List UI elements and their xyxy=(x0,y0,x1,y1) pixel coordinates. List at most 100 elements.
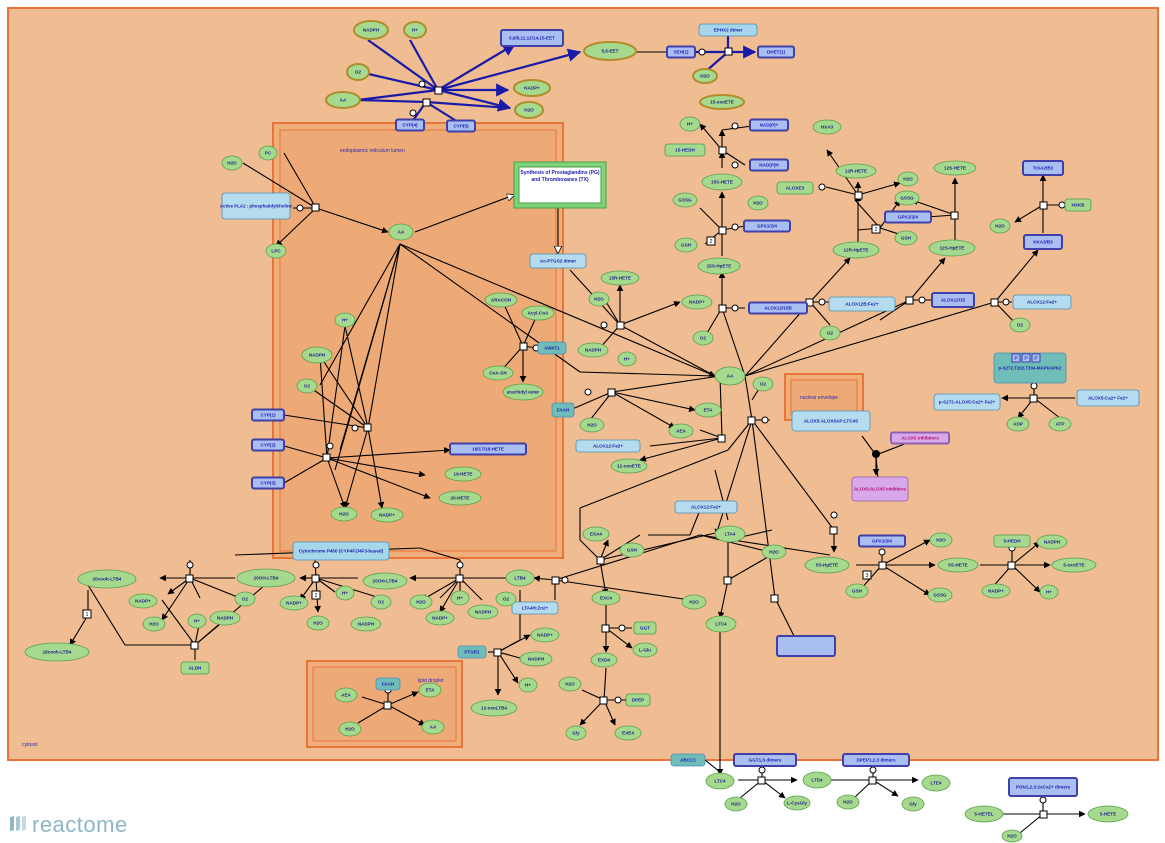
exe4-molecule[interactable]: EXE4 xyxy=(614,725,642,741)
nad-b-set-set[interactable]: NAD(P)+ xyxy=(749,118,789,132)
h2o-lta-molecule[interactable]: H2O xyxy=(761,544,787,560)
ltc4-ex-molecule[interactable]: LTC4 xyxy=(705,772,735,790)
alox5-alox5ap-complex[interactable]: ALOX5:ALOX5AP:LTC4S xyxy=(791,410,871,432)
lglu-molecule[interactable]: L-Glu xyxy=(632,642,658,658)
hplus-er-molecule[interactable]: H+ xyxy=(334,312,356,328)
atp-molecule[interactable]: ATP xyxy=(1048,416,1072,432)
hxa3-molecule[interactable]: HXA3 xyxy=(812,119,842,135)
o2-c2-molecule[interactable]: O2 xyxy=(370,594,392,610)
hplus-c1-molecule[interactable]: H+ xyxy=(187,613,207,629)
dhet-set-set[interactable]: DHET(1) xyxy=(757,45,795,59)
h2o-ex2-molecule[interactable]: H2O xyxy=(836,794,860,810)
hedh15-complex[interactable]: 15-HEDH xyxy=(664,143,706,157)
ephx2-complex[interactable]: EPHX2 dimer xyxy=(698,23,758,37)
alox12-cyto-complex[interactable]: ALOX12:Fe2+ xyxy=(575,439,641,453)
ggt-dimers-set-set[interactable]: GGT1,5 dimers xyxy=(733,753,797,767)
aa-er-molecule[interactable]: AA xyxy=(388,223,414,241)
ltb4-oh-b-molecule[interactable]: 20OH-LTB4 xyxy=(362,572,408,590)
aa-top-molecule[interactable]: AA xyxy=(325,91,361,109)
gsh-lta-molecule[interactable]: GSH xyxy=(619,542,645,558)
h2o-ex1-molecule[interactable]: H2O xyxy=(724,796,748,812)
nadp-er-molecule[interactable]: NADP+ xyxy=(370,507,404,523)
h2o-pon-molecule[interactable]: H2O xyxy=(1001,829,1023,843)
cysgly-molecule[interactable]: L-CysGly xyxy=(783,795,811,811)
acylcoa-molecule[interactable]: Acyl-CoA xyxy=(521,305,555,321)
h2o-ephx-molecule[interactable]: H2O xyxy=(692,68,718,84)
aea-ld-molecule[interactable]: AEA xyxy=(334,687,358,703)
o2-c3-molecule[interactable]: O2 xyxy=(495,591,517,607)
alox5-ca-complex[interactable]: ALOX5:Ca2+ Fe2+ xyxy=(1076,389,1140,407)
oxoete5-molecule[interactable]: 5-oxoETE xyxy=(1051,557,1097,573)
h2o-txa-molecule[interactable]: H2O xyxy=(989,218,1011,234)
hxa3-set-set[interactable]: HXA3/B3 xyxy=(1023,234,1063,250)
nadph-c2-molecule[interactable]: NADPH xyxy=(350,616,382,632)
lta4h-complex[interactable]: LTA4H:Zn2+ xyxy=(511,601,559,615)
hete15s-molecule[interactable]: 15S-HETE xyxy=(701,173,743,191)
ptgr1-complex[interactable]: PTGR1 xyxy=(457,645,487,659)
hetes-set-set[interactable]: 16/17/18-HETE xyxy=(449,442,527,456)
hete5-molecule[interactable]: 5-HETE xyxy=(1087,805,1129,823)
hete5s-molecule[interactable]: 5S-HETE xyxy=(937,557,979,573)
o2-alox5-molecule[interactable]: O2 xyxy=(752,376,774,392)
cytosol-compartment[interactable] xyxy=(7,7,1159,761)
ltb4-20oh-molecule[interactable]: 20OH-LTB4 xyxy=(236,568,296,588)
dpep-complex[interactable]: DPEP xyxy=(625,693,651,707)
alox1215-set-set[interactable]: ALOX12/15 xyxy=(931,292,975,308)
nadp-c1-molecule[interactable]: NADP+ xyxy=(128,593,158,609)
hedh5-complex[interactable]: 5-HEDH xyxy=(993,534,1031,548)
o2-top-molecule[interactable]: O2 xyxy=(346,63,370,81)
alox-inhibitors-set[interactable]: ALOX5 inhibitors xyxy=(890,431,950,445)
h2o-er-molecule[interactable]: H2O xyxy=(330,506,358,522)
alox5-inhib-complex[interactable]: ALOX5:ALOX5 inhibitors xyxy=(851,476,909,502)
gly-ex-molecule[interactable]: Gly xyxy=(901,796,925,812)
hete15oxo-molecule[interactable]: 15-oxoETE xyxy=(699,94,745,110)
cyp4f-set-complex[interactable]: Cytochrome P450 (CYP4F2/4F3-based) xyxy=(292,541,390,561)
eets-set-set[interactable]: 5,6/8,11,12/14,15-EET xyxy=(500,29,564,47)
aloxe3-complex[interactable]: ALOXE3 xyxy=(776,181,814,195)
gpx-c-set-set[interactable]: GPX1/2/4 xyxy=(858,534,906,548)
h2o-ptgs-molecule[interactable]: H2O xyxy=(588,291,610,307)
o2-er-molecule[interactable]: O2 xyxy=(296,378,318,394)
ltc4-molecule[interactable]: LTC4 xyxy=(705,615,737,633)
exd4-molecule[interactable]: EXD4 xyxy=(590,652,618,668)
hplus-5-molecule[interactable]: H+ xyxy=(1039,584,1059,600)
nadp-c3-molecule[interactable]: NADP+ xyxy=(425,610,455,626)
txa2-set-set[interactable]: TrXA2/B3 xyxy=(1022,160,1064,176)
exa4-molecule[interactable]: EXA4 xyxy=(582,526,610,542)
ltb4-12oxo-molecule[interactable]: 12-oxoLTB4 xyxy=(470,699,518,717)
gsh-15-molecule[interactable]: GSH xyxy=(674,237,698,253)
adp-molecule[interactable]: ADP xyxy=(1006,416,1030,432)
eta-cyto-molecule[interactable]: ETA xyxy=(694,402,722,418)
hplus-15-molecule[interactable]: H+ xyxy=(679,116,701,132)
pon-set-set[interactable]: PON1,2,3:2xCa2+ dimers xyxy=(1008,777,1078,797)
h2o-exd-molecule[interactable]: H2O xyxy=(558,676,582,692)
h2o-pla2-molecule[interactable]: H2O xyxy=(221,155,243,171)
faah-cyto-complex[interactable]: FAAH xyxy=(551,402,575,418)
cyp4-set-set[interactable]: CYP(4) xyxy=(395,118,425,132)
nadph-c1-molecule[interactable]: NADPH xyxy=(209,610,241,626)
hete12s-molecule[interactable]: 12S-HETE xyxy=(933,160,977,176)
gpx-a-set-set[interactable]: GPX1/2/4 xyxy=(743,219,791,233)
o2-12-molecule[interactable]: O2 xyxy=(1009,317,1031,333)
nadph-ptgr-molecule[interactable]: NADPH xyxy=(519,651,553,667)
hete19-molecule[interactable]: 19-HETE xyxy=(444,466,482,482)
hpete15s-molecule[interactable]: 15S-HpETE xyxy=(697,257,741,275)
gsh-5-molecule[interactable]: GSH xyxy=(845,583,869,599)
dpep-dimers-set-set[interactable]: DPEP1,2,3 dimers xyxy=(842,753,910,767)
hplus-ptgr-molecule[interactable]: H+ xyxy=(518,677,538,693)
gpx-b-set-set[interactable]: GPX1/2/4 xyxy=(884,210,932,224)
aea-cyto-molecule[interactable]: AEA xyxy=(668,423,694,439)
arachidyl-molecule[interactable]: arachidyl ester xyxy=(502,383,544,401)
eta-ld-molecule[interactable]: ETA xyxy=(418,682,442,698)
ggt-complex[interactable]: GGT xyxy=(633,621,657,635)
hpete12s-molecule[interactable]: 12S-HpETE xyxy=(928,239,976,257)
h2o-faah-molecule[interactable]: H2O xyxy=(579,417,605,433)
hxk-complex[interactable]: HXKB xyxy=(1064,198,1092,212)
alox15b-set-set[interactable]: ALOX12/15B xyxy=(748,301,808,315)
oxoete12-molecule[interactable]: 12-oxoETE xyxy=(610,458,648,474)
hplus-molecule[interactable]: H+ xyxy=(403,21,427,39)
h2o-top-molecule[interactable]: H2O xyxy=(514,101,544,119)
gsh-12-molecule[interactable]: GSH xyxy=(894,230,918,246)
o2-12b-molecule[interactable]: O2 xyxy=(819,325,841,341)
lta4-set-set[interactable] xyxy=(776,635,836,657)
